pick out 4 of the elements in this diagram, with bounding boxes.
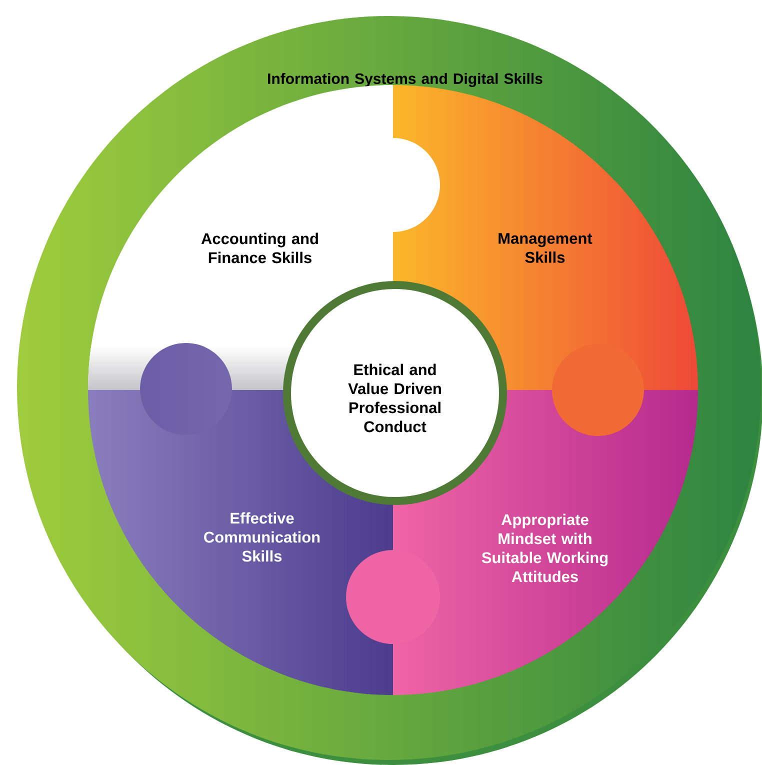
node-label: Effective Communication Skills (204, 512, 320, 562)
node-label: Management Skills (498, 233, 592, 263)
node-label: Accounting and Finance Skills (201, 232, 318, 264)
node-label: Appropriate Mindset with Suitable Working Attitudes (482, 514, 608, 582)
